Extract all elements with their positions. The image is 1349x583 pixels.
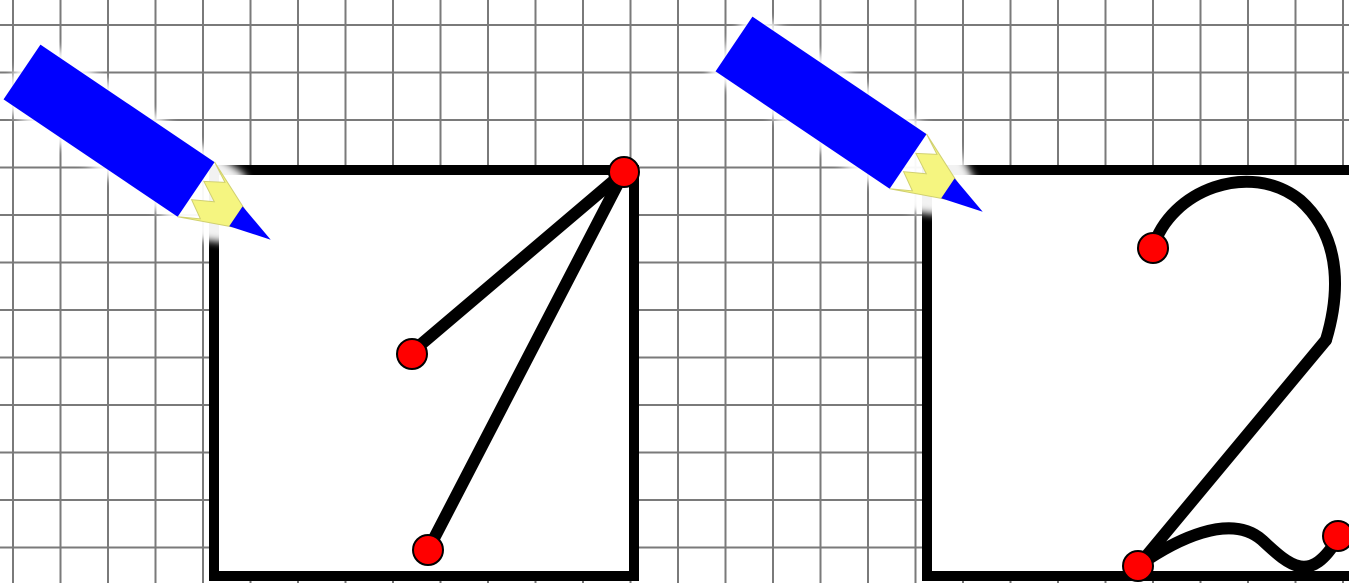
tracing-box-fill	[927, 170, 1349, 576]
tracing-box	[209, 165, 639, 581]
tracing-panel-digit-2	[706, 7, 1349, 582]
start-point-dot	[1322, 520, 1349, 552]
start-point-dot	[1122, 550, 1154, 582]
digit-2-top-curve	[1147, 175, 1341, 346]
tracing-box-fill	[214, 170, 634, 576]
tracing-panel-digit-1	[0, 35, 640, 581]
digit-1-upstroke	[406, 166, 630, 358]
digit-1-downstroke	[422, 166, 630, 556]
start-point-dot	[412, 534, 444, 566]
digit-2-diagonal	[1132, 334, 1332, 572]
digit-2-base-wave	[1132, 522, 1344, 573]
blue-pencil-icon	[706, 7, 1000, 223]
start-point-dot	[1137, 232, 1169, 264]
start-point-dot	[396, 338, 428, 370]
blue-pencil-icon	[0, 35, 288, 251]
start-point-dot	[608, 156, 640, 188]
